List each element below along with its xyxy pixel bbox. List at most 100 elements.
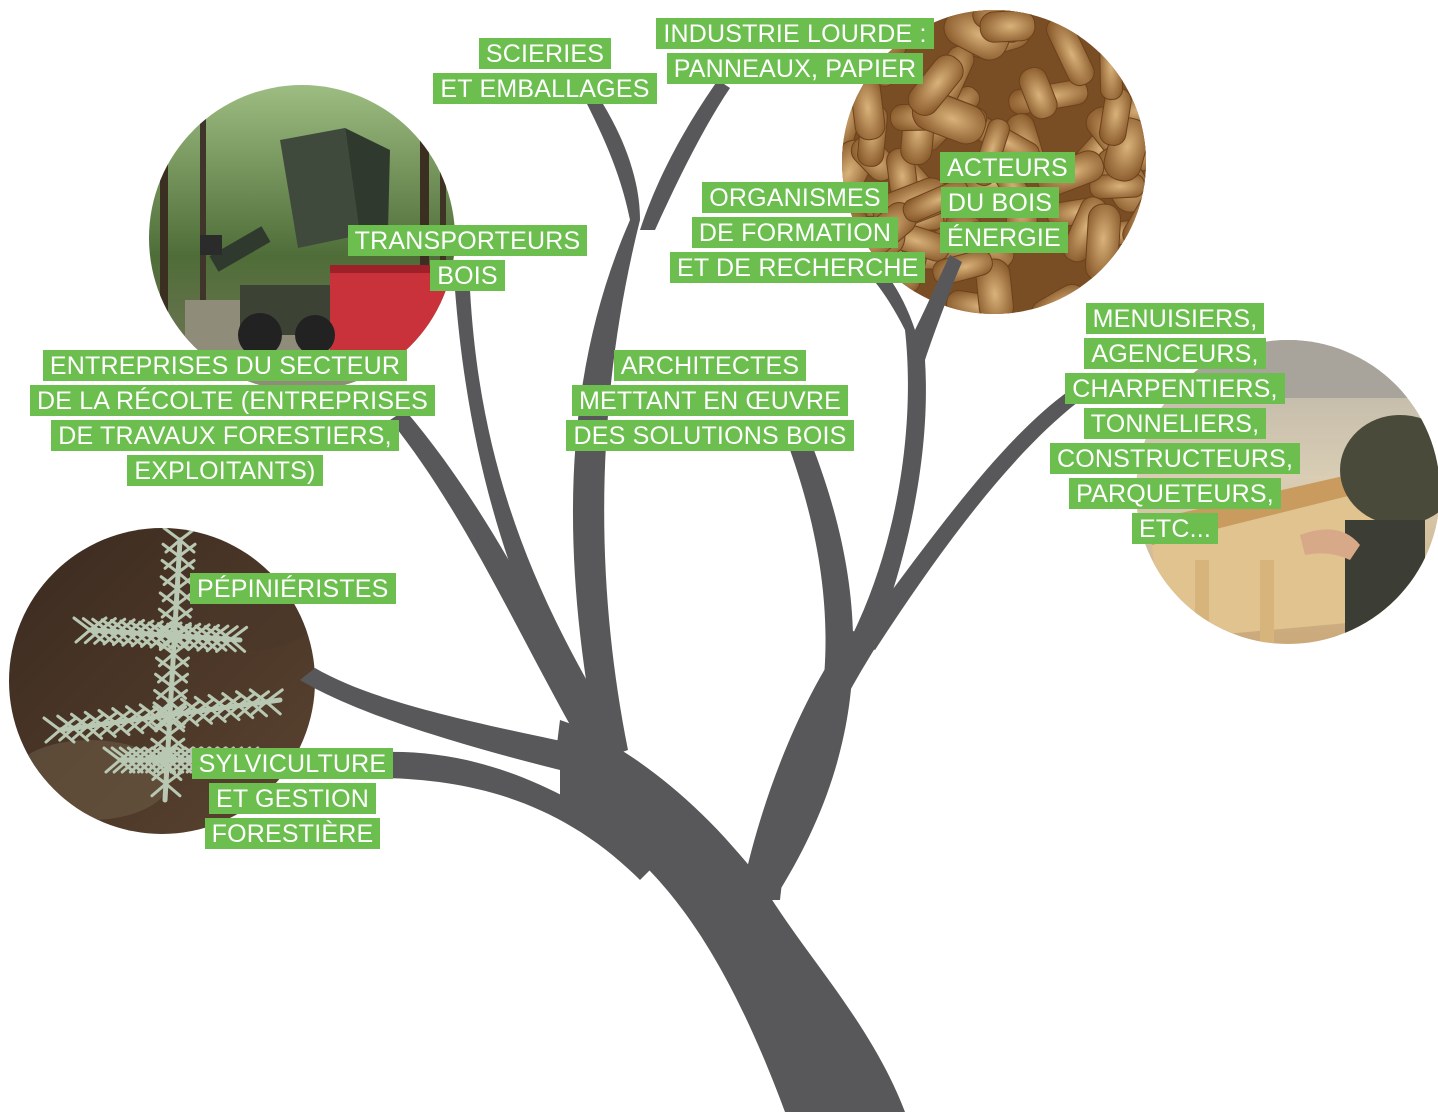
label-industrie: INDUSTRIE LOURDE : PANNEAUX, PAPIER bbox=[650, 18, 940, 88]
label-line: DU BOIS bbox=[940, 187, 1060, 218]
label-sylviculture: SYLVICULTURE ET GESTION FORESTIÈRE bbox=[190, 748, 395, 853]
seedling-needle bbox=[237, 702, 254, 718]
seedling-needle bbox=[156, 622, 176, 638]
seedling-needle bbox=[177, 542, 197, 558]
label-line: DES SOLUTIONS BOIS bbox=[566, 420, 854, 451]
seedling-needle bbox=[113, 721, 131, 736]
seedling-needle bbox=[100, 618, 120, 634]
seedling-needle bbox=[167, 746, 187, 762]
seedling-needle bbox=[175, 746, 195, 762]
seedling-needle bbox=[219, 625, 239, 641]
label-line: SYLVICULTURE bbox=[191, 748, 394, 779]
label-line: ET GESTION bbox=[209, 783, 376, 814]
label-line: PÉPINIÉRISTES bbox=[190, 573, 396, 604]
seedling-needle bbox=[171, 652, 189, 668]
seedling-needle bbox=[44, 728, 62, 744]
seedling-needle bbox=[120, 758, 138, 774]
label-acteurs: ACTEURS DU BOIS ÉNERGIE bbox=[940, 152, 1075, 257]
seedling-needle bbox=[213, 625, 233, 641]
label-line: CHARPENTIERS, bbox=[1065, 373, 1285, 404]
seedling-needle bbox=[215, 637, 233, 653]
label-line: DE TRAVAUX FORESTIERS, bbox=[51, 420, 399, 451]
seedling-needle bbox=[167, 733, 185, 749]
seedling-needle bbox=[193, 695, 213, 711]
seedling-needle bbox=[121, 631, 139, 647]
seedling-needle bbox=[210, 636, 228, 652]
label-scieries: SCIERIES ET EMBALLAGES bbox=[430, 38, 660, 108]
seedling-needle bbox=[250, 700, 268, 716]
label-pepinieristes: PÉPINIÉRISTES bbox=[190, 573, 396, 608]
seedling-needle bbox=[125, 705, 144, 721]
label-transporteurs: TRANSPORTEURS BOIS bbox=[340, 225, 595, 295]
seedling-needle bbox=[169, 689, 189, 704]
seedling-needle bbox=[176, 559, 196, 574]
seedling-needle bbox=[177, 758, 195, 774]
seedling-needle bbox=[176, 571, 194, 586]
seedling-needle bbox=[127, 717, 144, 733]
seedling-needle bbox=[150, 782, 168, 798]
seedling-needle bbox=[157, 607, 177, 623]
seedling-needle bbox=[135, 746, 154, 762]
label-entreprises: ENTREPRISES DU SECTEUR DE LA RÉCOLTE (EN… bbox=[30, 350, 435, 490]
seedling-needle bbox=[169, 758, 187, 774]
seedling-needle bbox=[175, 587, 193, 603]
seedling-needle bbox=[223, 704, 241, 720]
seedling-needle bbox=[130, 632, 148, 648]
seedling-needle bbox=[170, 684, 188, 700]
label-line: SCIERIES bbox=[478, 38, 612, 69]
seedling-needle bbox=[72, 616, 92, 632]
seedling-needle bbox=[235, 690, 254, 706]
seedling-needle bbox=[182, 709, 199, 725]
tree-trunk-and-branches bbox=[300, 80, 1078, 1112]
seedling-needle bbox=[110, 619, 129, 634]
seedling-needle bbox=[42, 716, 62, 732]
seedling-needle bbox=[140, 632, 158, 648]
seedling-needle bbox=[72, 724, 89, 740]
seedling-needle bbox=[86, 724, 103, 740]
seedling-needle bbox=[126, 746, 146, 762]
seedling-needle bbox=[196, 709, 213, 725]
seedling-needle bbox=[166, 622, 186, 638]
label-architectes: ARCHITECTES METTANT EN ŒUVRE DES SOLUTIO… bbox=[565, 350, 855, 455]
seedling-needle bbox=[83, 710, 103, 726]
seedling-needle bbox=[172, 634, 190, 650]
seedling-needle bbox=[154, 632, 172, 648]
pellet-shape bbox=[907, 54, 964, 116]
seedling-needle bbox=[151, 721, 171, 737]
seedling-needle bbox=[128, 758, 146, 774]
seedling-needle bbox=[168, 711, 186, 727]
seedling-needle bbox=[81, 617, 101, 633]
seedling-needle bbox=[170, 672, 190, 688]
seedling-needle bbox=[182, 634, 200, 650]
label-line: DE LA RÉCOLTE (ENTREPRISES bbox=[30, 385, 435, 416]
seedling-needle bbox=[168, 713, 186, 729]
seedling-needle bbox=[160, 559, 180, 574]
seedling-needle bbox=[107, 629, 125, 645]
seedling-needle bbox=[93, 629, 111, 645]
seedling-needle bbox=[237, 704, 255, 720]
seedling-needle bbox=[195, 707, 213, 723]
seedling-needle bbox=[191, 635, 209, 651]
seedling-needle bbox=[143, 746, 163, 762]
label-line: BOIS bbox=[430, 260, 505, 291]
seedling-needle bbox=[164, 770, 184, 786]
seedling-needle bbox=[159, 746, 179, 762]
label-line: PARQUETEURS, bbox=[1069, 478, 1281, 509]
seedling-needle bbox=[180, 697, 199, 713]
seedling-needle bbox=[177, 554, 195, 570]
pellet-shape bbox=[1084, 203, 1122, 283]
label-organismes: ORGANISMES DE FORMATION ET DE RECHERCHE bbox=[670, 182, 926, 287]
seedling-needle bbox=[99, 721, 117, 736]
seedling-needle bbox=[174, 603, 192, 619]
label-line: EXPLOITANTS) bbox=[127, 455, 323, 486]
seedling-needle bbox=[174, 591, 194, 607]
label-line: AGENCEURS, bbox=[1084, 338, 1266, 369]
pellet-shape bbox=[1099, 23, 1124, 100]
seedling-needle bbox=[138, 703, 158, 719]
label-line: INDUSTRIE LOURDE : bbox=[656, 18, 934, 49]
label-line: FORESTIÈRE bbox=[204, 818, 381, 849]
seedling-needle bbox=[88, 628, 106, 644]
seedling-needle bbox=[126, 631, 143, 646]
label-line: CONSTRUCTEURS, bbox=[1050, 443, 1301, 474]
seedling-needle bbox=[221, 692, 241, 708]
